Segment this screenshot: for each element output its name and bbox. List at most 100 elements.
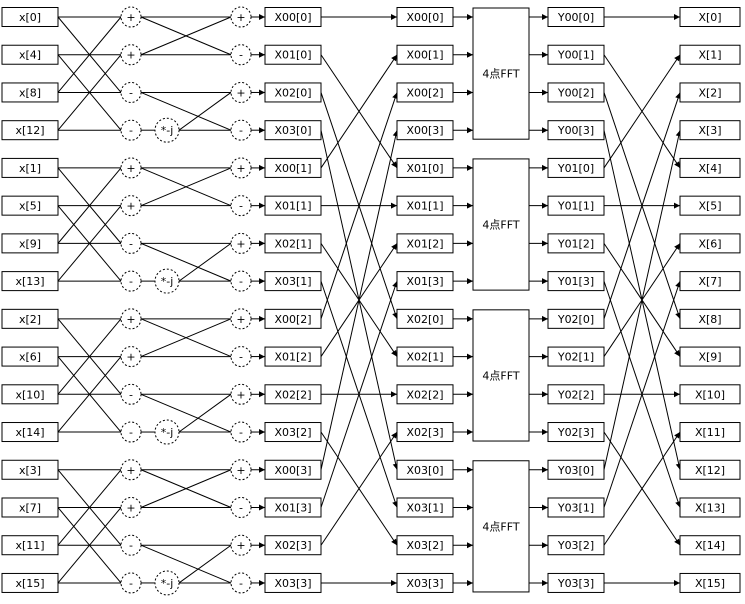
fft-output-box-frame <box>547 459 605 480</box>
output-box-text: X[15] <box>695 577 725 590</box>
stage1-output-box: X03[2] <box>264 422 322 443</box>
fft-block: 4点FFT <box>472 158 530 291</box>
arrowhead <box>674 243 680 251</box>
input-box-frame <box>1 233 59 254</box>
fft-output-box: Y00[0] <box>547 7 605 27</box>
output-box-frame <box>679 535 741 556</box>
output-box: X[11] <box>679 422 741 443</box>
fft-input-box-text: X02[2] <box>406 388 443 401</box>
stage1-output-box-frame <box>264 384 322 405</box>
fft-input-box-text: X02[3] <box>406 426 443 439</box>
output-box-text: X[1] <box>698 49 721 62</box>
input-box-text: x[15] <box>15 577 44 590</box>
input-box: x[8] <box>1 82 59 103</box>
stage2-node-circle <box>230 534 252 556</box>
stage1-node-op: - <box>129 237 133 250</box>
stage1-node-op: + <box>126 200 135 213</box>
stage2-node: - <box>230 346 252 368</box>
fft-input-box-frame <box>396 44 454 65</box>
stage2-node: + <box>230 383 252 405</box>
stage2-node-op: + <box>236 162 245 175</box>
arrowhead <box>542 315 548 322</box>
twiddle-node-op: *-j <box>161 577 174 590</box>
stage1-output-box-text: X00[1] <box>274 162 311 175</box>
stage2-node-op: - <box>239 49 243 62</box>
arrowhead <box>259 202 265 209</box>
output-box-frame <box>679 422 741 443</box>
stage1-output-box: X02[2] <box>264 384 322 405</box>
stage1-node-circle <box>120 6 142 28</box>
twiddle-node-circle <box>154 570 180 596</box>
input-box-frame <box>1 422 59 443</box>
stage1-output-box: X00[1] <box>264 157 322 178</box>
stage2-node-op: + <box>236 464 245 477</box>
stage1-output-box-frame <box>264 233 322 254</box>
output-box-frame <box>679 384 741 405</box>
stage1-output-box-text: X02[1] <box>274 237 311 250</box>
output-box-frame <box>679 82 741 103</box>
fft-input-box-text: X01[1] <box>406 200 443 213</box>
stage1-output-box: X03[1] <box>264 271 322 292</box>
fft-block-frame <box>472 158 530 291</box>
input-butterfly-wire <box>57 469 122 546</box>
arrowhead <box>259 240 265 247</box>
output-box-text: X[9] <box>698 351 721 364</box>
fft-input-box-text: X00[0] <box>406 11 443 24</box>
stage2-node-circle <box>230 119 252 141</box>
twiddle-node: *-j <box>154 419 180 445</box>
stage1-node: + <box>120 459 142 481</box>
input-butterfly-wire <box>57 356 122 433</box>
arrowhead <box>542 127 548 134</box>
arrowhead <box>467 391 473 398</box>
stage1-output-box: X03[0] <box>264 120 322 141</box>
input-butterfly-wire <box>57 205 122 282</box>
stage1-node-circle <box>120 421 142 443</box>
fft-output-box-frame <box>547 422 605 443</box>
fft-output-box: Y03[2] <box>547 535 605 556</box>
fft-output-box-frame <box>547 308 605 329</box>
fft-input-box-frame <box>396 572 454 593</box>
twiddle-node-circle <box>154 117 180 143</box>
arrowhead <box>391 54 397 62</box>
stage2-node-op: + <box>236 237 245 250</box>
arrowhead <box>259 542 265 549</box>
stage1-output-box: X02[1] <box>264 233 322 254</box>
output-box: X[15] <box>679 572 741 593</box>
input-butterfly-wire <box>57 167 122 244</box>
output-box-frame <box>679 497 741 518</box>
stage1-node-circle <box>120 157 142 179</box>
stage2-node: - <box>230 195 252 217</box>
fft-input-box-frame <box>396 120 454 141</box>
stage2-node-circle <box>230 421 252 443</box>
output-box-text: X[13] <box>695 501 725 514</box>
stage2-node-circle <box>230 6 252 28</box>
output-box: X[0] <box>679 7 741 27</box>
arrow-line <box>603 431 681 546</box>
stage2-node: + <box>230 81 252 103</box>
stage2-node-circle <box>230 195 252 217</box>
stage1-node-circle <box>120 383 142 405</box>
arrowhead <box>391 432 397 439</box>
fft-input-box-frame <box>396 7 454 27</box>
twiddle-node-op: *-j <box>161 426 174 439</box>
output-box-frame <box>679 572 741 593</box>
fft-output-box-frame <box>547 44 605 65</box>
arrowhead <box>259 391 265 398</box>
stage1-node-op: - <box>129 275 133 288</box>
stage2-node-circle <box>230 157 252 179</box>
input-box-text: x[4] <box>19 49 41 62</box>
arrowhead <box>259 164 265 171</box>
stage1-node: - <box>120 232 142 254</box>
fft-input-box: X03[1] <box>396 497 454 518</box>
stage1-node-circle <box>120 119 142 141</box>
stage2-node: + <box>230 157 252 179</box>
input-box: x[3] <box>1 459 59 480</box>
stage-butterfly-wire <box>178 92 232 131</box>
stage1-node-op: + <box>126 501 135 514</box>
stage1-node: - <box>120 270 142 292</box>
wires <box>57 14 682 586</box>
arrow-line <box>320 130 398 470</box>
stage1-node-op: - <box>129 388 133 401</box>
output-box-text: X[11] <box>695 426 725 439</box>
